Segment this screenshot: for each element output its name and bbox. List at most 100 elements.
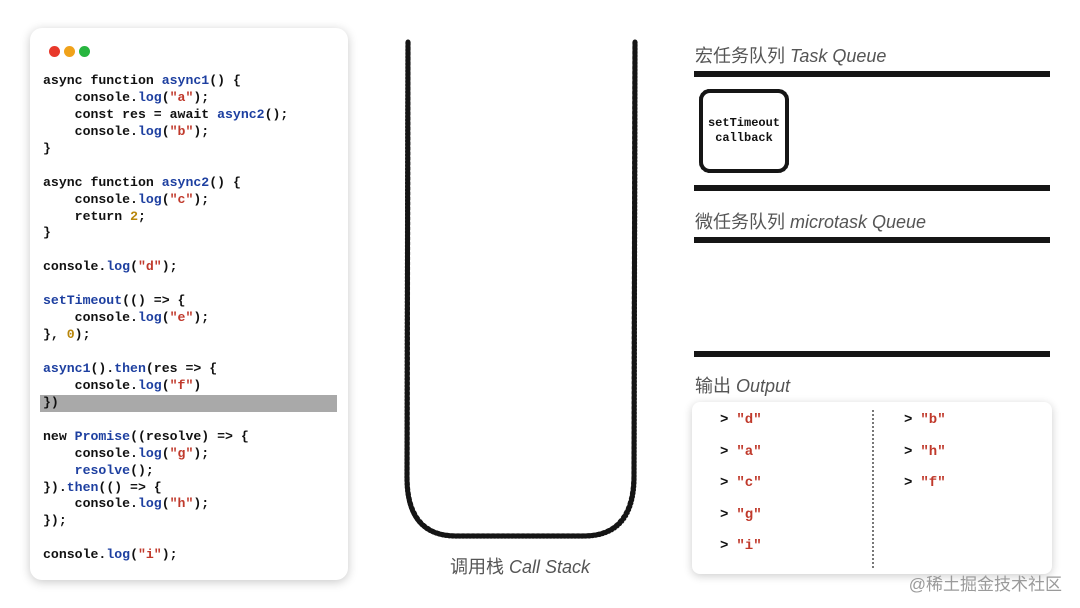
code-token: async1 [161,73,210,88]
code-token: log [137,123,162,139]
close-dot-icon[interactable] [49,46,60,57]
output-line: >"d" [720,410,762,442]
code-token: ); [161,259,178,275]
code-token: (() => { [122,293,186,309]
code-token: ( [161,191,170,207]
output-prompt: > [720,538,729,555]
microtask-queue-top-border [694,237,1050,243]
code-line: return 2; [30,209,348,226]
microtask-queue-title-en: microtask Queue [790,212,927,232]
code-token: new [43,428,75,444]
code-token: } [43,225,51,241]
code-line: }, 0); [30,327,348,344]
code-token: async2 [161,174,210,190]
code-token: log [106,547,131,563]
code-line: const res = await async2(); [30,107,348,124]
code-token: }). [43,479,67,495]
code-token: (); [130,462,154,478]
code-token: ); [193,310,210,326]
code-line: console.log("g"); [30,446,348,463]
output-prompt: > [904,475,913,492]
task-queue-bottom-border [694,185,1050,191]
output-line: >"g" [720,505,762,537]
code-line: async function async2() { [30,175,348,192]
output-title: 输出 Output [695,372,790,398]
code-token: "f" [169,377,194,393]
code-token: () { [209,174,241,190]
output-value: "c" [736,475,762,492]
code-line: }); [30,513,348,530]
microtask-queue-title: 微任务队列 microtask Queue [695,208,926,234]
code-token: }) [43,394,59,410]
code-line: }).then(() => { [30,480,348,497]
code-line: console.log("h"); [30,496,348,513]
code-token: return [43,208,131,224]
output-prompt: > [720,475,729,492]
code-token: console. [43,310,138,326]
code-token: async function [43,73,162,88]
code-token: Promise [74,428,131,444]
code-line: setTimeout(() => { [30,293,348,310]
code-token: setTimeout [43,293,123,309]
code-block: async function async1() { console.log("a… [30,73,348,564]
code-line [30,530,348,547]
code-token: "e" [169,310,194,326]
code-token: ); [74,327,91,343]
task-queue-item [699,89,789,173]
code-token: log [137,377,162,393]
code-token: () { [209,73,241,88]
code-line [30,344,348,361]
code-token: "g" [169,445,194,461]
code-token: "i" [137,547,162,563]
code-token: ; [137,208,146,224]
task-item-line2: callback [715,131,773,145]
code-token: console. [43,259,107,275]
code-token: ); [193,191,210,207]
code-line [30,242,348,259]
call-stack-label-cn: 调用栈 [449,557,504,577]
code-token: const res = await [43,106,218,122]
output-prompt: > [904,443,913,460]
output-column-1: >"d">"a">"c">"g">"i" [720,410,762,568]
output-prompt: > [720,506,729,523]
output-prompt: > [720,412,729,428]
code-token: ( [161,89,170,105]
code-line: } [30,141,348,158]
code-line [30,412,348,429]
code-line [30,276,348,293]
minimize-dot-icon[interactable] [64,46,75,57]
task-queue-title: 宏任务队列 Task Queue [695,42,886,68]
task-item-line1: setTimeout [707,116,780,130]
code-token: (); [264,106,289,122]
task-queue-top-border [694,71,1050,77]
call-stack-label: 调用栈 Call Stack [398,553,642,579]
code-line [30,158,348,175]
output-line: >"i" [720,536,762,568]
call-stack-label-en: Call Stack [508,557,591,577]
code-line: }) [40,394,337,412]
code-line: console.log("b"); [30,124,348,141]
code-token: then [66,479,99,495]
code-token: log [137,191,162,207]
code-token: log [106,259,131,275]
code-token: console. [43,445,138,461]
code-token: async2 [217,106,265,122]
code-line: console.log("e"); [30,310,348,327]
output-prompt: > [904,412,913,428]
output-line: >"f" [904,473,946,505]
code-token: }); [43,513,67,529]
code-line: console.log("i"); [30,547,348,564]
code-token: log [137,89,162,105]
maximize-dot-icon[interactable] [79,46,90,57]
code-line: console.log("c"); [30,192,348,209]
code-token: ( [161,123,170,139]
call-stack-container [404,39,638,539]
output-line: >"a" [720,442,762,474]
code-token: 0 [66,327,75,343]
code-line: console.log("a"); [30,90,348,107]
code-line: console.log("f") [30,378,348,395]
code-token: }, [43,327,67,343]
code-token: ); [161,547,178,563]
code-token: log [137,310,162,326]
code-token: log [137,496,162,512]
